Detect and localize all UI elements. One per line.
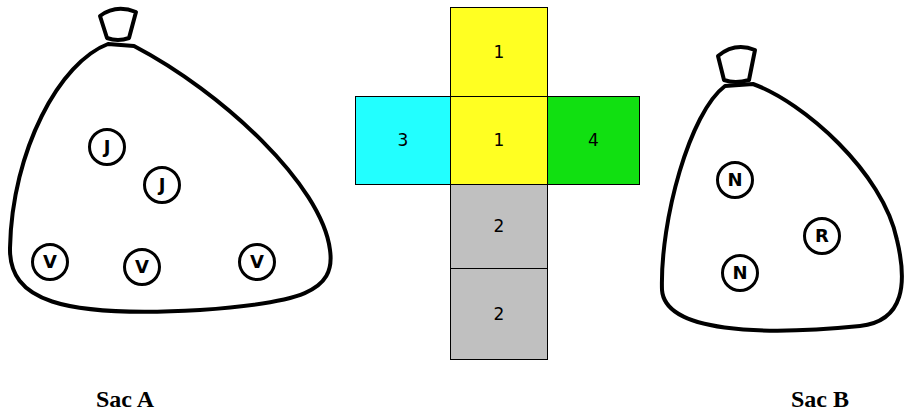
ball: N — [721, 254, 759, 292]
ball-letter: J — [159, 176, 166, 194]
bag-line — [10, 44, 331, 312]
bag-outline — [645, 0, 909, 414]
face-number: 4 — [588, 132, 599, 149]
bag: Sac A J J V V V — [0, 0, 345, 414]
cube-face: 2 — [450, 268, 548, 360]
face-number: 1 — [494, 132, 505, 149]
ball-letter: R — [815, 227, 829, 245]
cube-face: 1 — [450, 7, 548, 97]
ball: N — [716, 161, 754, 199]
ball-letter: J — [104, 138, 111, 156]
face-number: 2 — [494, 218, 505, 235]
ball-letter: V — [43, 253, 57, 271]
bag-label: Sac B — [791, 386, 849, 413]
cube-face: 4 — [547, 96, 640, 185]
ball: J — [88, 128, 126, 166]
face-number: 3 — [398, 132, 409, 149]
ball-letter: N — [727, 171, 742, 189]
bag-line — [718, 47, 755, 82]
bag-label: Sac A — [96, 386, 154, 413]
face-number: 1 — [494, 44, 505, 61]
ball: R — [803, 217, 841, 255]
face-number: 2 — [494, 306, 505, 323]
cube-face: 3 — [355, 96, 451, 185]
cube-face: 1 — [450, 96, 548, 185]
bag-line — [662, 84, 902, 331]
ball-letter: V — [135, 258, 149, 276]
bag-line — [100, 9, 136, 40]
ball: V — [238, 243, 276, 281]
ball-letter: N — [732, 264, 747, 282]
bag: Sac B N R N — [645, 0, 909, 414]
bag-outline — [0, 0, 345, 414]
ball: V — [123, 248, 161, 286]
ball-letter: V — [250, 253, 264, 271]
ball: V — [31, 243, 69, 281]
ball: J — [143, 166, 181, 204]
cube-face: 2 — [450, 184, 548, 269]
